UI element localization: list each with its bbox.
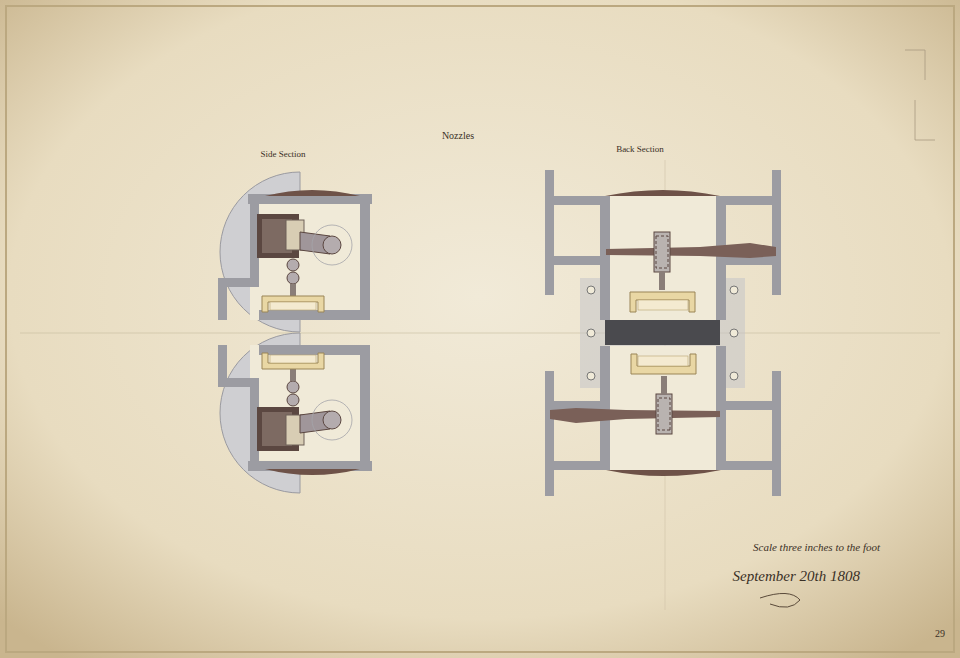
view-label: Side Section <box>260 149 305 159</box>
drawing-title: Nozzles <box>442 130 474 141</box>
scale-note: Scale three inches to the foot <box>753 541 880 553</box>
view-label: Back Section <box>616 144 664 154</box>
date-signature: September 20th 1808 <box>733 568 860 585</box>
sheet-number: 29 <box>935 628 945 639</box>
